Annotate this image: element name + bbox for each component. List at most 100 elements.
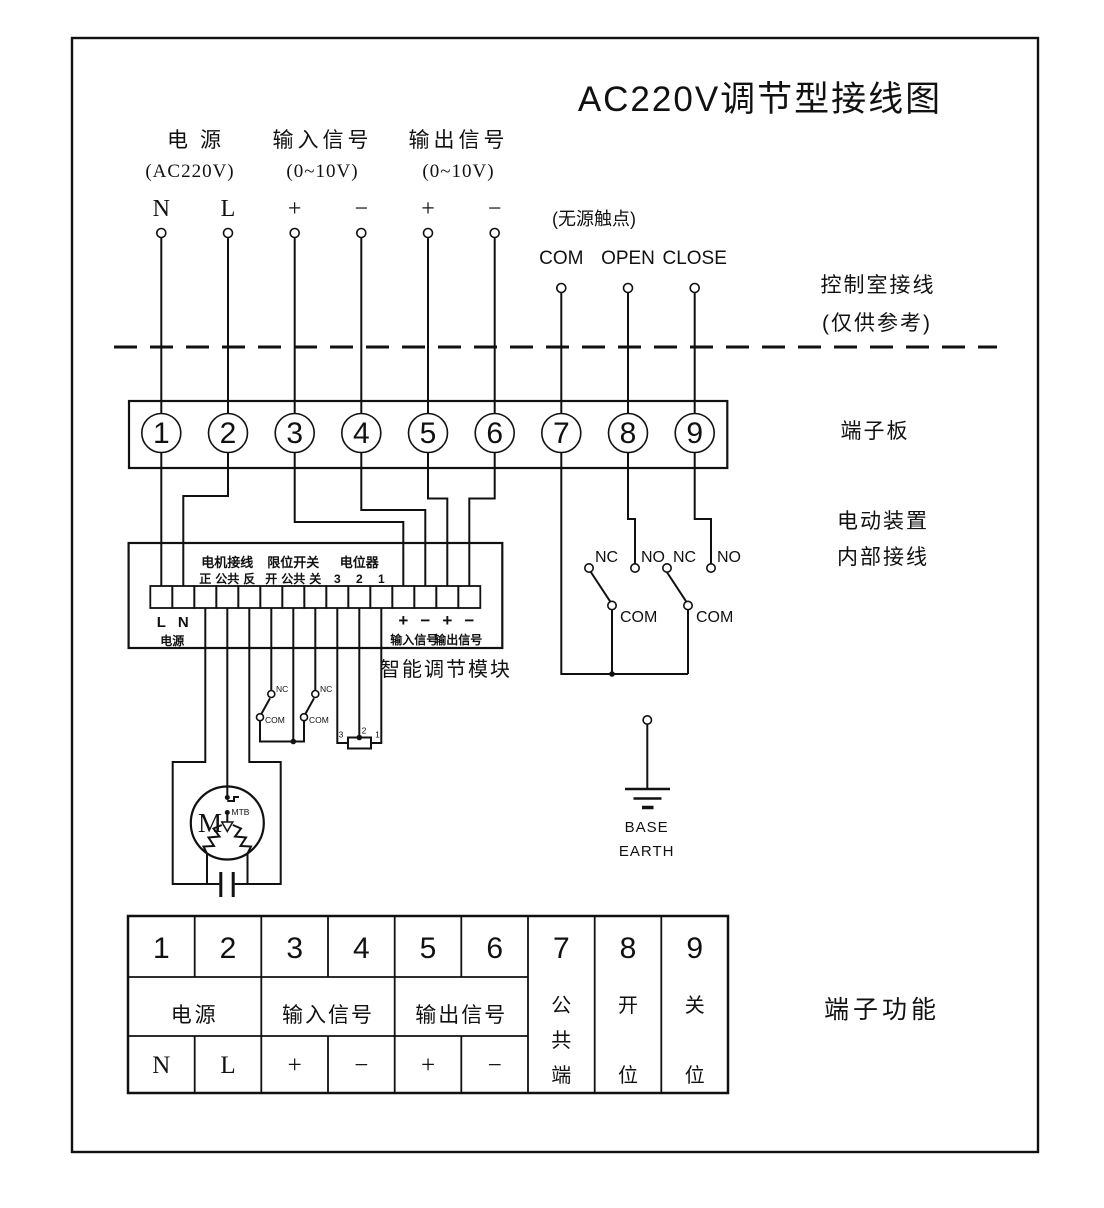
module-pin-L: L: [157, 614, 166, 631]
limit-sw1-nc-label: NC: [276, 684, 288, 694]
table-pin-row: N L + − + −: [152, 1052, 501, 1079]
module-sig-minus2: −: [464, 611, 474, 630]
ground-base-label: BASE: [625, 819, 669, 836]
table-col7-char2: 共: [551, 1029, 571, 1052]
limit-sw1-com-label: COM: [265, 715, 285, 725]
device-internal-label-1: 电动装置: [837, 510, 929, 533]
terminal-function-table: 1 2 3 4 5 6 7 8 9 电源 输入信号 输出信号 公 共 端 开 位…: [126, 914, 730, 1095]
contact-open-label: OPEN: [601, 248, 655, 269]
contact-labels: COM OPEN CLOSE: [539, 248, 727, 269]
motor-mtb-label: MTB: [232, 807, 250, 817]
module-pin-N: N: [178, 614, 189, 631]
module-sig-plus2: +: [442, 611, 452, 630]
table-num-3: 3: [286, 932, 303, 965]
pot-pin-2: 2: [362, 726, 367, 736]
module-power-labels: L N 电源: [157, 614, 189, 648]
module-box: [127, 541, 504, 650]
device-internal-label-2: 内部接线: [837, 546, 929, 569]
table-col8-char2: 位: [618, 1064, 638, 1087]
motor-circle: [189, 785, 265, 861]
table-grid-lines: [128, 916, 663, 1093]
out-sw2-no-label: NO: [717, 549, 741, 566]
out-sw2-nc-label: NC: [673, 549, 696, 566]
table-num-6: 6: [486, 932, 503, 965]
board-number-7: 7: [553, 417, 570, 450]
contact-close-label: CLOSE: [662, 248, 726, 269]
table-col7-char3: 端: [551, 1064, 571, 1087]
table-num-1: 1: [153, 932, 170, 965]
top-pin-letters: N L + − + −: [153, 196, 502, 222]
output-signal-group-label: 输出信号: [409, 129, 509, 152]
table-num-4: 4: [353, 932, 370, 965]
module-pin-gonggong2: 公共: [281, 571, 305, 586]
control-room-note-1: 控制室接线: [821, 274, 936, 297]
table-pin-plus2: +: [421, 1052, 435, 1079]
board-number-1: 1: [153, 417, 170, 450]
table-vertical-cells: 公 共 端 开 位 关 位: [551, 994, 704, 1087]
page-title: AC220V调节型接线图: [578, 80, 942, 119]
pin-l: L: [221, 196, 236, 222]
out-sw2-com-label: COM: [696, 609, 733, 626]
regulating-module: 电机接线 限位开关 电位器 正 公共 反 开 公共 关 3 2 1 L N 电源…: [127, 541, 510, 681]
table-num-5: 5: [420, 932, 437, 965]
module-pin-kai: 开: [265, 572, 277, 586]
input-signal-group-sub: (0~10V): [286, 161, 358, 182]
motor-winding-left: [201, 824, 223, 884]
pot-pin-3: 3: [339, 730, 344, 740]
limit-sw2-com-label: COM: [309, 715, 329, 725]
board-number-2: 2: [220, 417, 237, 450]
out-sw1-com-label: COM: [620, 609, 657, 626]
limit-sw2-nc-label: NC: [320, 684, 332, 694]
power-group-label: 电源: [167, 129, 233, 152]
top-terminal-labels: 电源 (AC220V) 输入信号 (0~10V) 输出信号 (0~10V): [145, 129, 509, 182]
pin-input-minus: −: [355, 196, 369, 222]
table-pin-plus1: +: [288, 1052, 302, 1079]
motor-assembly: M MTB: [189, 785, 265, 897]
table-col7-char1: 公: [551, 995, 571, 1017]
table-pin-minus1: −: [354, 1052, 368, 1079]
mtb-switch-symbol: [227, 796, 239, 802]
board-number-4: 4: [353, 417, 370, 450]
ground-symbol: BASE EARTH: [619, 714, 675, 860]
module-pin-labels: 正 公共 反 开 公共 关 3 2 1: [199, 571, 385, 586]
table-frame: [126, 914, 730, 1095]
passive-contact-note: (无源触点): [552, 209, 636, 229]
module-pin-1: 1: [378, 572, 385, 586]
module-input-signal-label: 输入信号: [390, 632, 438, 647]
pin-output-minus: −: [488, 196, 502, 222]
input-signal-group-label: 输入信号: [273, 129, 373, 152]
module-terminal-squares: [149, 585, 482, 609]
terminal-board: 1 2 3 4 5 6 7 8 9: [127, 399, 729, 470]
out-sw1-no-label: NO: [641, 549, 665, 566]
module-pin-zheng: 正: [199, 572, 211, 586]
ground-earth-label: EARTH: [619, 843, 675, 860]
motor-m-label: M: [198, 808, 222, 838]
module-pin-2: 2: [356, 572, 363, 586]
module-pin-3: 3: [334, 572, 341, 586]
table-num-8: 8: [620, 932, 637, 965]
board-number-3: 3: [286, 417, 303, 450]
table-num-2: 2: [220, 932, 237, 965]
winding-apex: [220, 821, 235, 833]
table-number-row: 1 2 3 4 5 6 7 8 9: [153, 932, 703, 965]
module-pin-fan: 反: [243, 571, 255, 586]
table-num-7: 7: [553, 932, 570, 965]
table-group-row: 电源 输入信号 输出信号: [171, 1004, 506, 1027]
terminal-board-box: [127, 399, 729, 470]
module-signal-labels: + − + − 输入信号 输出信号: [390, 611, 482, 647]
module-pin-guan: 关: [309, 571, 321, 586]
output-signal-group-sub: (0~10V): [422, 161, 494, 182]
table-pin-minus2: −: [488, 1052, 502, 1079]
module-power-label: 电源: [160, 633, 184, 648]
module-group-labels: 电机接线 限位开关 电位器: [201, 555, 380, 570]
pin-n: N: [153, 196, 170, 222]
pot-pin-1: 1: [375, 730, 380, 740]
limit-switch-contacts: NC COM NC COM: [255, 684, 332, 745]
top-pin-terminals: [156, 227, 701, 294]
module-sig-minus1: −: [420, 611, 430, 630]
control-room-note-2: (仅供参考): [822, 312, 932, 335]
table-col8-char1: 开: [618, 995, 638, 1017]
motor-winding-right: [232, 824, 253, 884]
